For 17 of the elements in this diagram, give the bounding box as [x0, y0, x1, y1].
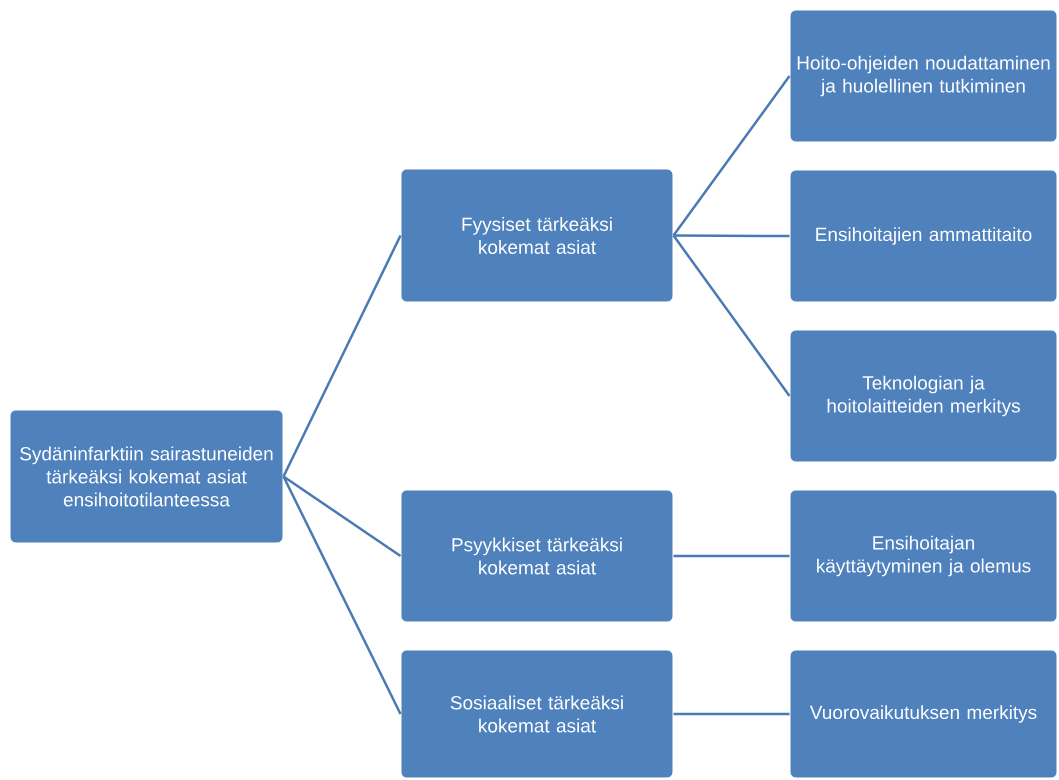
category-box: Sydäninfarktiin sairastuneiden tärkeäksi kokemat asiat ensihoitotilanteessa [9, 409, 284, 544]
category-box: Hoito-ohjeiden noudattaminen ja huolellinen tutkiminen [789, 9, 1058, 143]
connector-line [282, 475, 402, 558]
connector-line [282, 475, 402, 715]
category-box: Psyykkiset tärkeäksi kokemat asiat [400, 489, 674, 623]
connector-line [673, 554, 790, 558]
category-box: Ensihoitajan käyttäytyminen ja olemus [789, 489, 1058, 623]
category-box: Vuorovaikutuksen merkitys [789, 649, 1058, 779]
connector-line [672, 75, 791, 237]
connector-line [282, 234, 402, 478]
connector-line [673, 234, 790, 238]
category-box: Sosiaaliset tärkeäksi kokemat asiat [400, 649, 674, 779]
category-box: Teknologian ja hoitolaitteiden merkitys [789, 329, 1058, 463]
category-box: Ensihoitajien ammattitaito [789, 169, 1058, 303]
connector-line [673, 712, 790, 716]
connector-line [672, 234, 791, 397]
category-box: Fyysiset tärkeäksi kokemat asiat [400, 168, 674, 303]
